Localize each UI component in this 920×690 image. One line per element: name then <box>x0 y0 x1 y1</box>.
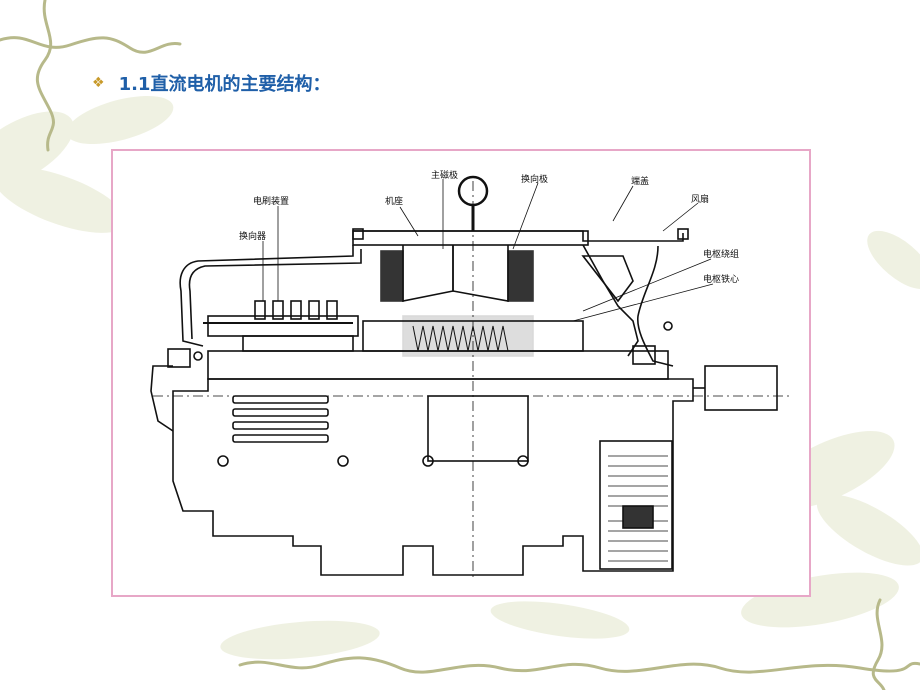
label-commutating-pole: 换向极 <box>521 173 548 185</box>
label-frame: 机座 <box>385 195 403 207</box>
motor-diagram-frame: 主磁极 换向极 端盖 机座 风扇 电刷装置 换向器 电枢绕组 电枢铁心 <box>111 149 811 597</box>
slide-title-row: ❖ 1.1直流电机的主要结构： <box>92 70 330 96</box>
dc-motor-cross-section-drawing: 主磁极 换向极 端盖 机座 风扇 电刷装置 换向器 电枢绕组 电枢铁心 <box>150 169 793 581</box>
slide-title: 1.1直流电机的主要结构： <box>118 74 331 95</box>
label-brush-gear: 电刷装置 <box>253 195 289 207</box>
label-armature-winding: 电枢绕组 <box>703 248 739 260</box>
label-commutator: 换向器 <box>239 230 266 242</box>
label-main-pole: 主磁极 <box>431 169 458 181</box>
label-fan: 风扇 <box>691 193 709 205</box>
bullet-icon: ❖ <box>92 75 105 91</box>
label-end-cover: 端盖 <box>631 175 649 187</box>
label-armature-core: 电枢铁心 <box>703 273 739 285</box>
